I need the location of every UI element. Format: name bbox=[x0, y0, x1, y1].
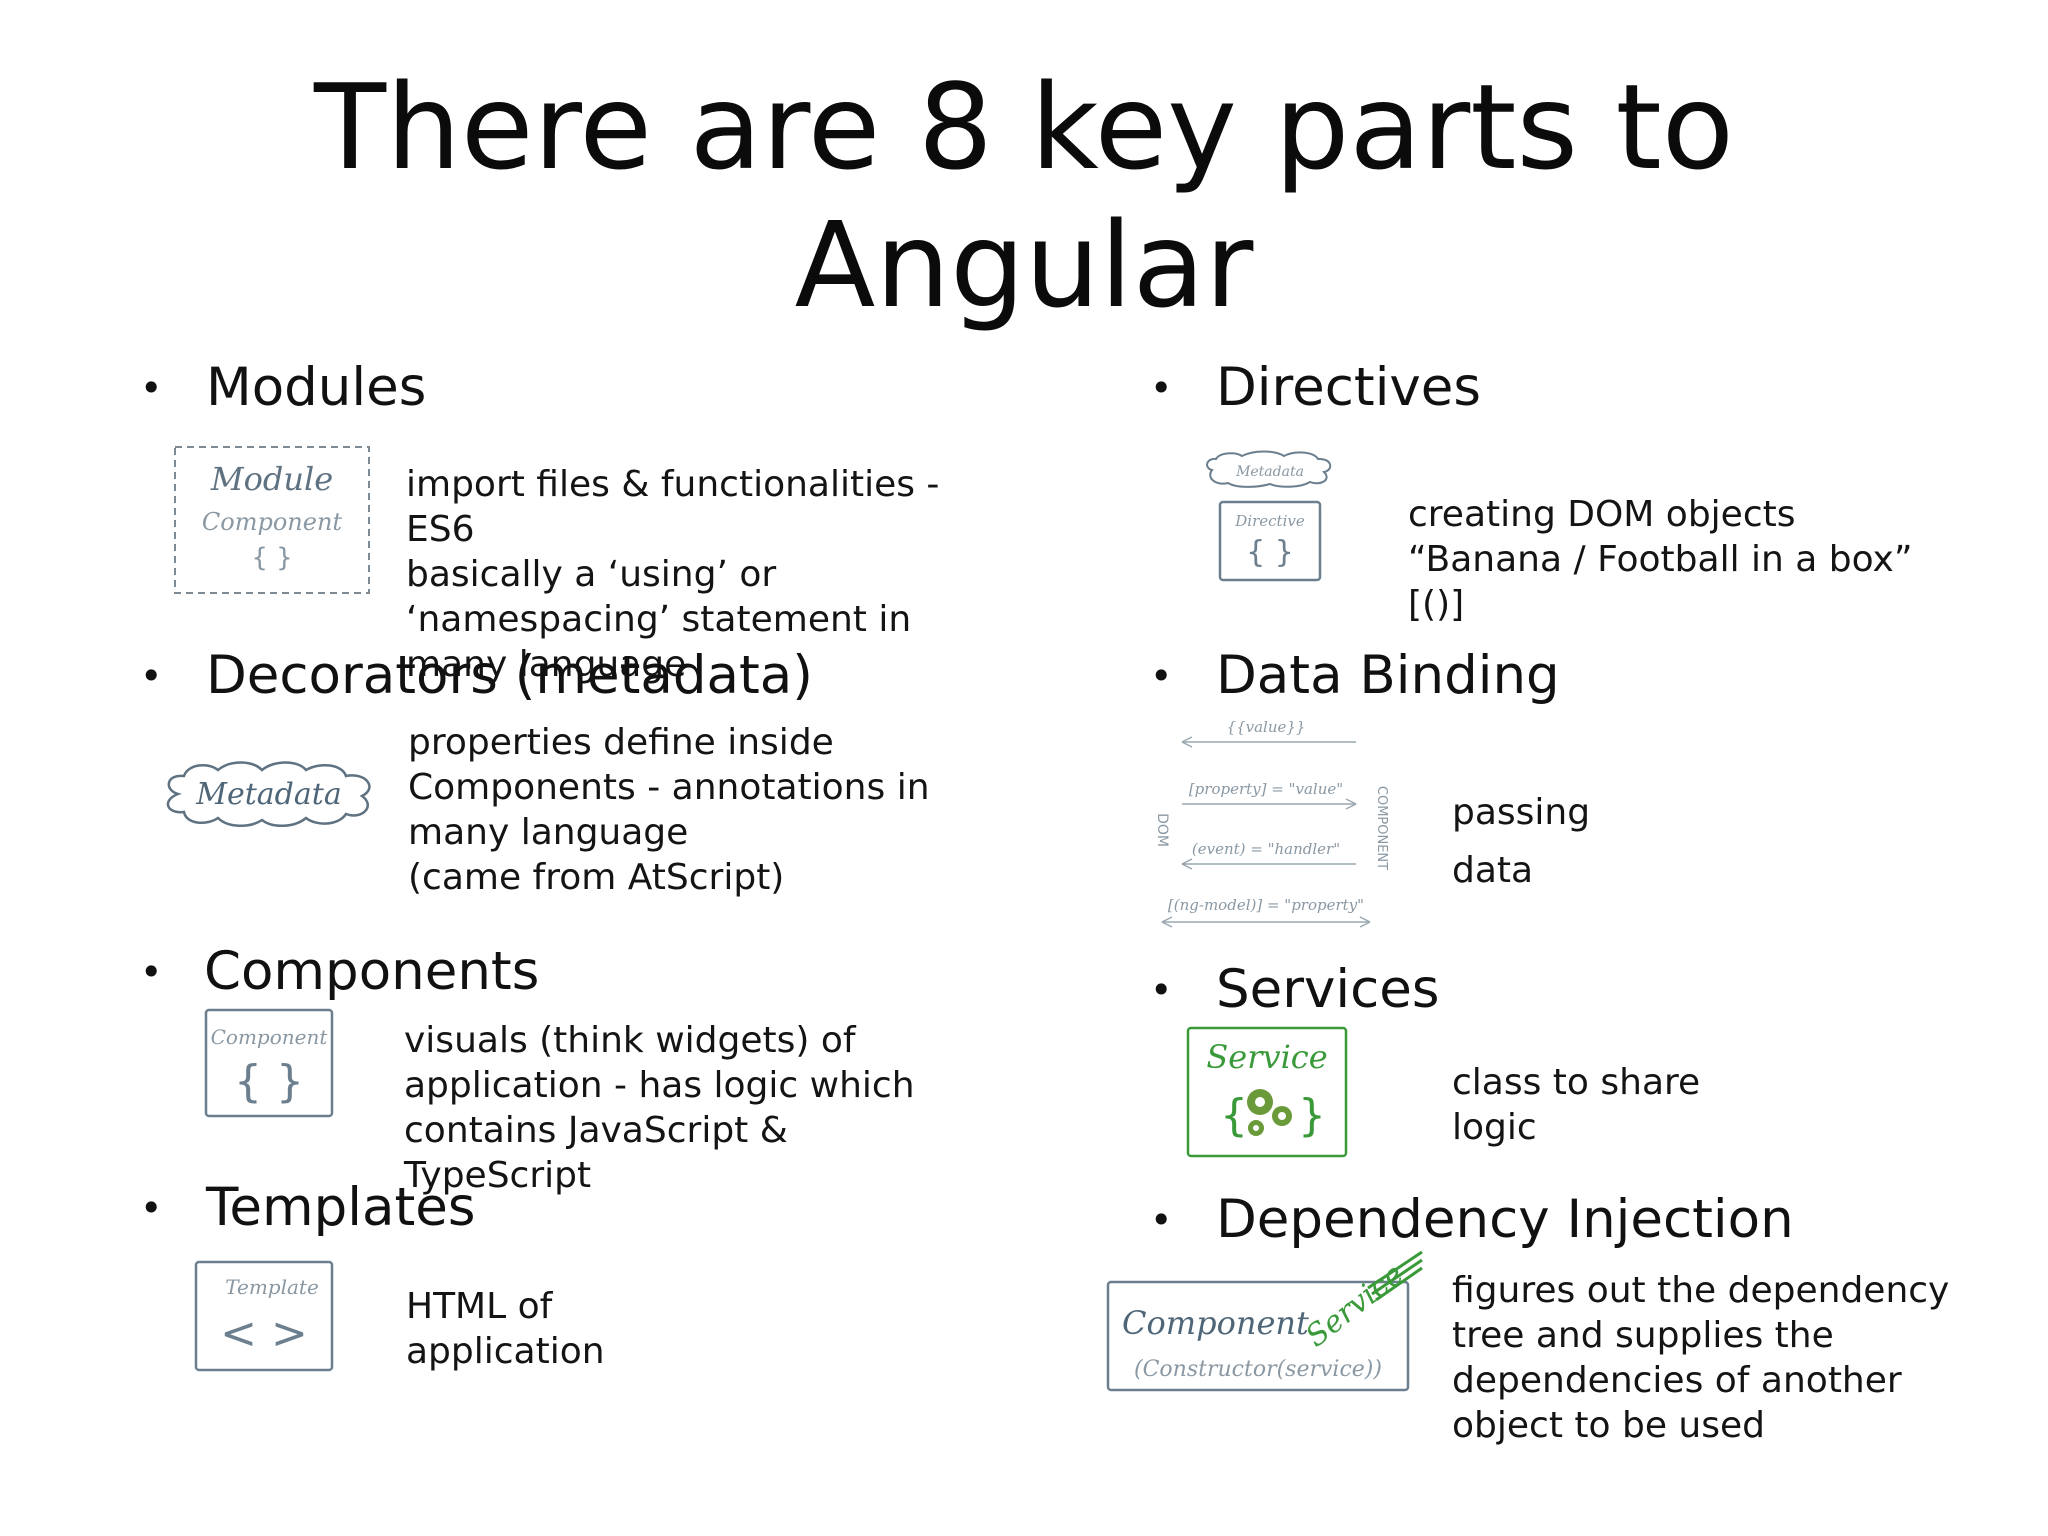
templates-heading: • Templates bbox=[140, 1176, 476, 1240]
decorators-desc-line: Components - annotations in bbox=[408, 767, 930, 808]
arrow-right-icon bbox=[1345, 798, 1357, 810]
data-binding-row-label: (event) = "handler" bbox=[1192, 840, 1340, 858]
directive-icon: Metadata Directive { } bbox=[1206, 450, 1332, 582]
di-icon-constructor-label: (Constructor(service)) bbox=[1134, 1357, 1382, 1382]
directives-heading: • Directives bbox=[1150, 356, 1481, 420]
slide-title: There are 8 key parts to Angular bbox=[0, 58, 2048, 334]
decorators-description: properties define inside Components - an… bbox=[408, 720, 930, 900]
templates-description: HTML of application bbox=[406, 1284, 605, 1374]
data-binding-desc-line: passing bbox=[1452, 792, 1591, 833]
module-icon-braces: { } bbox=[251, 543, 292, 573]
dependency-injection-heading: • Dependency Injection bbox=[1150, 1188, 1794, 1252]
data-binding-row-label: {{value}} bbox=[1227, 718, 1306, 736]
service-icon-label: Service bbox=[1206, 1038, 1327, 1076]
arrow-left-icon bbox=[1181, 858, 1193, 870]
services-description: class to share logic bbox=[1452, 1060, 1700, 1150]
dependency-injection-desc-line: object to be used bbox=[1452, 1405, 1765, 1446]
bullet-dot: • bbox=[140, 654, 163, 698]
data-binding-heading: • Data Binding bbox=[1150, 644, 1560, 708]
service-icon: Service { } bbox=[1186, 1026, 1348, 1158]
arrow-both-icon bbox=[1161, 916, 1371, 928]
di-icon-component-label: Component bbox=[1122, 1304, 1309, 1342]
module-icon-sublabel: Component bbox=[202, 508, 343, 536]
dependency-injection-description: figures out the dependency tree and supp… bbox=[1452, 1268, 1949, 1448]
bullet-dot: • bbox=[140, 366, 163, 410]
data-binding-heading-text: Data Binding bbox=[1216, 645, 1560, 706]
left-brace-icon: { bbox=[1220, 1090, 1248, 1141]
components-desc-line: TypeScript bbox=[404, 1155, 592, 1196]
components-desc-line: visuals (think widgets) of bbox=[404, 1020, 856, 1061]
decorators-heading-text: Decorators (metadata) bbox=[206, 645, 813, 706]
dependency-injection-icon: Component (Constructor(service)) Service bbox=[1106, 1250, 1423, 1392]
templates-heading-text: Templates bbox=[206, 1177, 476, 1238]
directives-desc-line: creating DOM objects bbox=[1408, 494, 1796, 535]
directive-icon-metadata-label: Metadata bbox=[1235, 464, 1304, 480]
data-binding-description: passing data bbox=[1452, 784, 1590, 900]
template-icon-brackets: < > bbox=[220, 1308, 308, 1359]
data-binding-dom-label: DOM bbox=[1154, 813, 1170, 847]
directives-desc-line: “Banana / Football in a box” bbox=[1408, 539, 1913, 580]
directives-description: creating DOM objects “Banana / Football … bbox=[1408, 492, 1913, 627]
bullet-dot: • bbox=[1150, 654, 1173, 698]
data-binding-desc-line: data bbox=[1452, 850, 1534, 891]
services-desc-line: class to share bbox=[1452, 1062, 1701, 1103]
components-desc-line: contains JavaScript & bbox=[404, 1110, 788, 1151]
gears-icon bbox=[1247, 1089, 1292, 1136]
directives-desc-line: [()] bbox=[1408, 584, 1465, 625]
data-binding-icon: DOM COMPONENT {{value}} [property] = "va… bbox=[1154, 718, 1389, 928]
template-icon-label: Template bbox=[225, 1275, 319, 1299]
bullet-dot: • bbox=[1150, 366, 1173, 410]
green-stripes-icon bbox=[1367, 1250, 1423, 1302]
data-binding-row-label: [(ng-model)] = "property" bbox=[1168, 896, 1364, 914]
templates-desc-line: application bbox=[406, 1331, 605, 1372]
bullet-dot: • bbox=[1150, 1198, 1173, 1242]
decorators-desc-line: properties define inside bbox=[408, 722, 834, 763]
services-heading: • Services bbox=[1150, 958, 1440, 1022]
bullet-dot: • bbox=[140, 950, 163, 994]
module-icon-label: Module bbox=[210, 460, 333, 498]
components-description: visuals (think widgets) of application -… bbox=[404, 1018, 915, 1198]
decorators-desc-line: many language bbox=[408, 812, 689, 853]
template-icon: Template < > bbox=[194, 1260, 334, 1372]
components-desc-line: application - has logic which bbox=[404, 1065, 915, 1106]
components-heading-text: Components bbox=[204, 941, 540, 1002]
modules-heading: • Modules bbox=[140, 356, 427, 420]
decorators-heading: • Decorators (metadata) bbox=[140, 644, 813, 708]
metadata-cloud-label: Metadata bbox=[195, 777, 341, 812]
dependency-injection-desc-line: figures out the dependency bbox=[1452, 1270, 1950, 1311]
services-desc-line: logic bbox=[1452, 1107, 1537, 1148]
modules-heading-text: Modules bbox=[206, 357, 427, 418]
modules-description: import files & functionalities - ES6 bas… bbox=[406, 462, 939, 687]
bullet-dot: • bbox=[1150, 968, 1173, 1012]
decorators-desc-line: (came from AtScript) bbox=[408, 857, 785, 898]
component-icon-label: Component bbox=[211, 1025, 329, 1049]
modules-desc-line: many language bbox=[406, 644, 687, 685]
dependency-injection-heading-text: Dependency Injection bbox=[1216, 1189, 1794, 1250]
metadata-cloud-icon: Metadata bbox=[166, 761, 371, 827]
modules-desc-line: ES6 bbox=[406, 509, 475, 550]
component-icon: Component { } bbox=[204, 1008, 334, 1118]
directives-heading-text: Directives bbox=[1216, 357, 1481, 418]
bullet-dot: • bbox=[140, 1186, 163, 1230]
data-binding-component-label: COMPONENT bbox=[1374, 786, 1389, 870]
directive-icon-label: Directive bbox=[1234, 512, 1305, 530]
modules-desc-line: ‘namespacing’ statement in bbox=[406, 599, 912, 640]
services-heading-text: Services bbox=[1216, 959, 1440, 1020]
arrow-left-icon bbox=[1181, 736, 1193, 748]
dependency-injection-desc-line: dependencies of another bbox=[1452, 1360, 1902, 1401]
modules-desc-line: basically a ‘using’ or bbox=[406, 554, 777, 595]
dependency-injection-desc-line: tree and supplies the bbox=[1452, 1315, 1834, 1356]
component-icon-braces: { } bbox=[234, 1056, 304, 1107]
slide-title-line-2: Angular bbox=[794, 196, 1254, 334]
module-icon: Module Component { } bbox=[174, 446, 370, 594]
data-binding-row-label: [property] = "value" bbox=[1189, 780, 1343, 798]
components-heading: • Components bbox=[140, 940, 540, 1004]
modules-desc-line: import files & functionalities - bbox=[406, 464, 940, 505]
templates-desc-line: HTML of bbox=[406, 1286, 553, 1327]
directive-icon-braces: { } bbox=[1246, 535, 1294, 570]
right-brace-icon: } bbox=[1298, 1090, 1326, 1141]
slide-title-line-1: There are 8 key parts to bbox=[314, 58, 1734, 196]
